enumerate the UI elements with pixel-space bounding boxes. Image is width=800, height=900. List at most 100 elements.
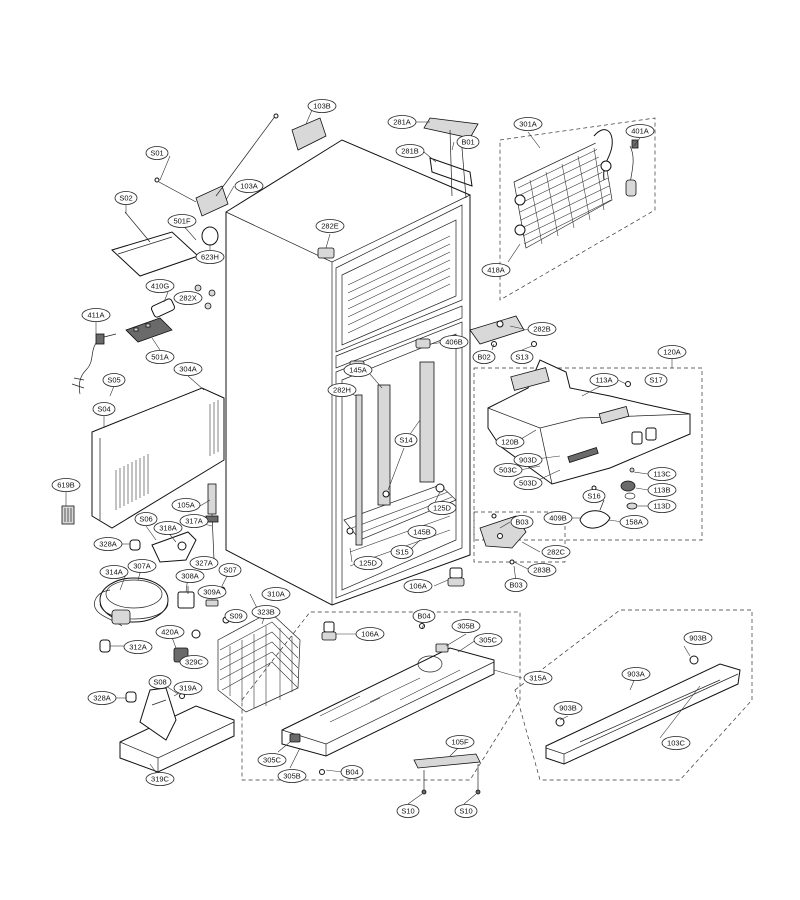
callout-ellipse [307, 99, 337, 113]
part-label-145a: 145A [343, 363, 373, 377]
callout-text: 103B [313, 102, 331, 111]
callout-text: B01 [461, 138, 474, 147]
part-label-s16: S16 [582, 489, 606, 503]
part-label-501f: 501F [167, 214, 197, 228]
evaporator [513, 129, 613, 249]
callout-text: S07 [223, 566, 236, 575]
part-label-418a: 418A [481, 263, 511, 277]
callout-ellipse [454, 804, 478, 818]
valve-420a [173, 629, 201, 663]
callout-ellipse [261, 587, 291, 601]
callout-ellipse [493, 463, 523, 477]
part-label-282h: 282H [327, 383, 357, 397]
relay-308a [177, 586, 195, 609]
part-label-315a: 315A [523, 671, 553, 685]
part-label-103a: 103A [234, 179, 264, 193]
part-label-283b: 283B [527, 563, 557, 577]
callout-ellipse [412, 609, 436, 623]
part-labels: 103BS01103AS02501F623H410G282X411A501AS0… [51, 99, 713, 818]
evaporator-group-box [499, 117, 656, 301]
callout-text: 103C [667, 739, 686, 748]
part-label-411a: 411A [81, 308, 111, 322]
callout-text: 304A [179, 365, 197, 374]
callout-ellipse [513, 476, 543, 490]
part-label-b02: B02 [472, 350, 496, 364]
callout-text: 315A [529, 674, 547, 683]
callout-text: S06 [139, 515, 152, 524]
callout-ellipse [99, 565, 129, 579]
callout-text: 409B [549, 514, 567, 523]
callout-text: B03 [509, 581, 522, 590]
callout-text: 281B [401, 147, 419, 156]
callout-ellipse [87, 691, 117, 705]
callout-ellipse [155, 625, 185, 639]
callout-text: 401A [631, 127, 649, 136]
callout-text: 282B [533, 325, 551, 334]
part-label-420a: 420A [155, 625, 185, 639]
part-label-s10_1: S10 [396, 804, 420, 818]
part-label-120a: 120A [657, 345, 687, 359]
callout-ellipse [175, 569, 205, 583]
part-label-329c: 329C [179, 655, 209, 669]
callout-ellipse [647, 467, 677, 481]
callout-text: B03 [515, 518, 528, 527]
callout-text: 323B [257, 608, 275, 617]
callout-ellipse [195, 250, 225, 264]
part-label-s17: S17 [644, 373, 668, 387]
callout-ellipse [504, 578, 528, 592]
callout-ellipse [277, 769, 307, 783]
callout-ellipse [179, 655, 209, 669]
callout-ellipse [148, 675, 172, 689]
callout-text: 503C [499, 466, 518, 475]
callout-text: 106A [361, 630, 379, 639]
callout-text: 305B [457, 622, 475, 631]
callout-text: 282H [333, 386, 351, 395]
callout-text: 282E [321, 222, 339, 231]
callout-text: 145B [413, 528, 431, 537]
part-label-b03_1: B03 [510, 515, 534, 529]
callout-ellipse [481, 263, 511, 277]
callout-ellipse [167, 214, 197, 228]
part-label-113a: 113A [589, 373, 619, 387]
callout-ellipse [355, 627, 385, 641]
base-plate-group-box [241, 611, 521, 781]
callout-ellipse [396, 804, 420, 818]
part-label-106a_1: 106A [403, 579, 433, 593]
callout-ellipse [527, 563, 557, 577]
part-label-318a: 318A [153, 521, 183, 535]
callout-text: S13 [515, 353, 528, 362]
part-label-305c_1: 305C [473, 633, 503, 647]
callout-text: 282C [547, 548, 566, 557]
callout-text: 281A [393, 118, 411, 127]
callout-ellipse [661, 736, 691, 750]
callout-ellipse [189, 556, 219, 570]
base-plate [281, 643, 495, 757]
callout-text: 328A [99, 540, 117, 549]
callout-ellipse [451, 619, 481, 633]
callout-text: 309A [203, 588, 221, 597]
callout-ellipse [510, 350, 534, 364]
callout-text: 406B [445, 338, 463, 347]
part-label-409b: 409B [543, 511, 573, 525]
part-label-s14: S14 [394, 433, 418, 447]
part-label-317a: 317A [179, 514, 209, 528]
hinge-cover-103b [291, 117, 327, 151]
callout-ellipse [145, 146, 169, 160]
part-label-314a: 314A [99, 565, 129, 579]
part-label-503d: 503D [513, 476, 543, 490]
part-label-113c: 113C [647, 467, 677, 481]
part-label-319c: 319C [145, 772, 175, 786]
part-label-s01: S01 [145, 146, 169, 160]
part-label-308a: 308A [175, 569, 205, 583]
part-label-305b_2: 305B [277, 769, 307, 783]
callout-ellipse [224, 609, 248, 623]
callout-ellipse [589, 373, 619, 387]
callout-ellipse [218, 563, 242, 577]
callout-text: 103A [240, 182, 258, 191]
callout-text: 305B [283, 772, 301, 781]
callout-ellipse [395, 144, 425, 158]
callout-ellipse [647, 483, 677, 497]
callout-text: 420A [161, 628, 179, 637]
callout-text: 318A [159, 524, 177, 533]
